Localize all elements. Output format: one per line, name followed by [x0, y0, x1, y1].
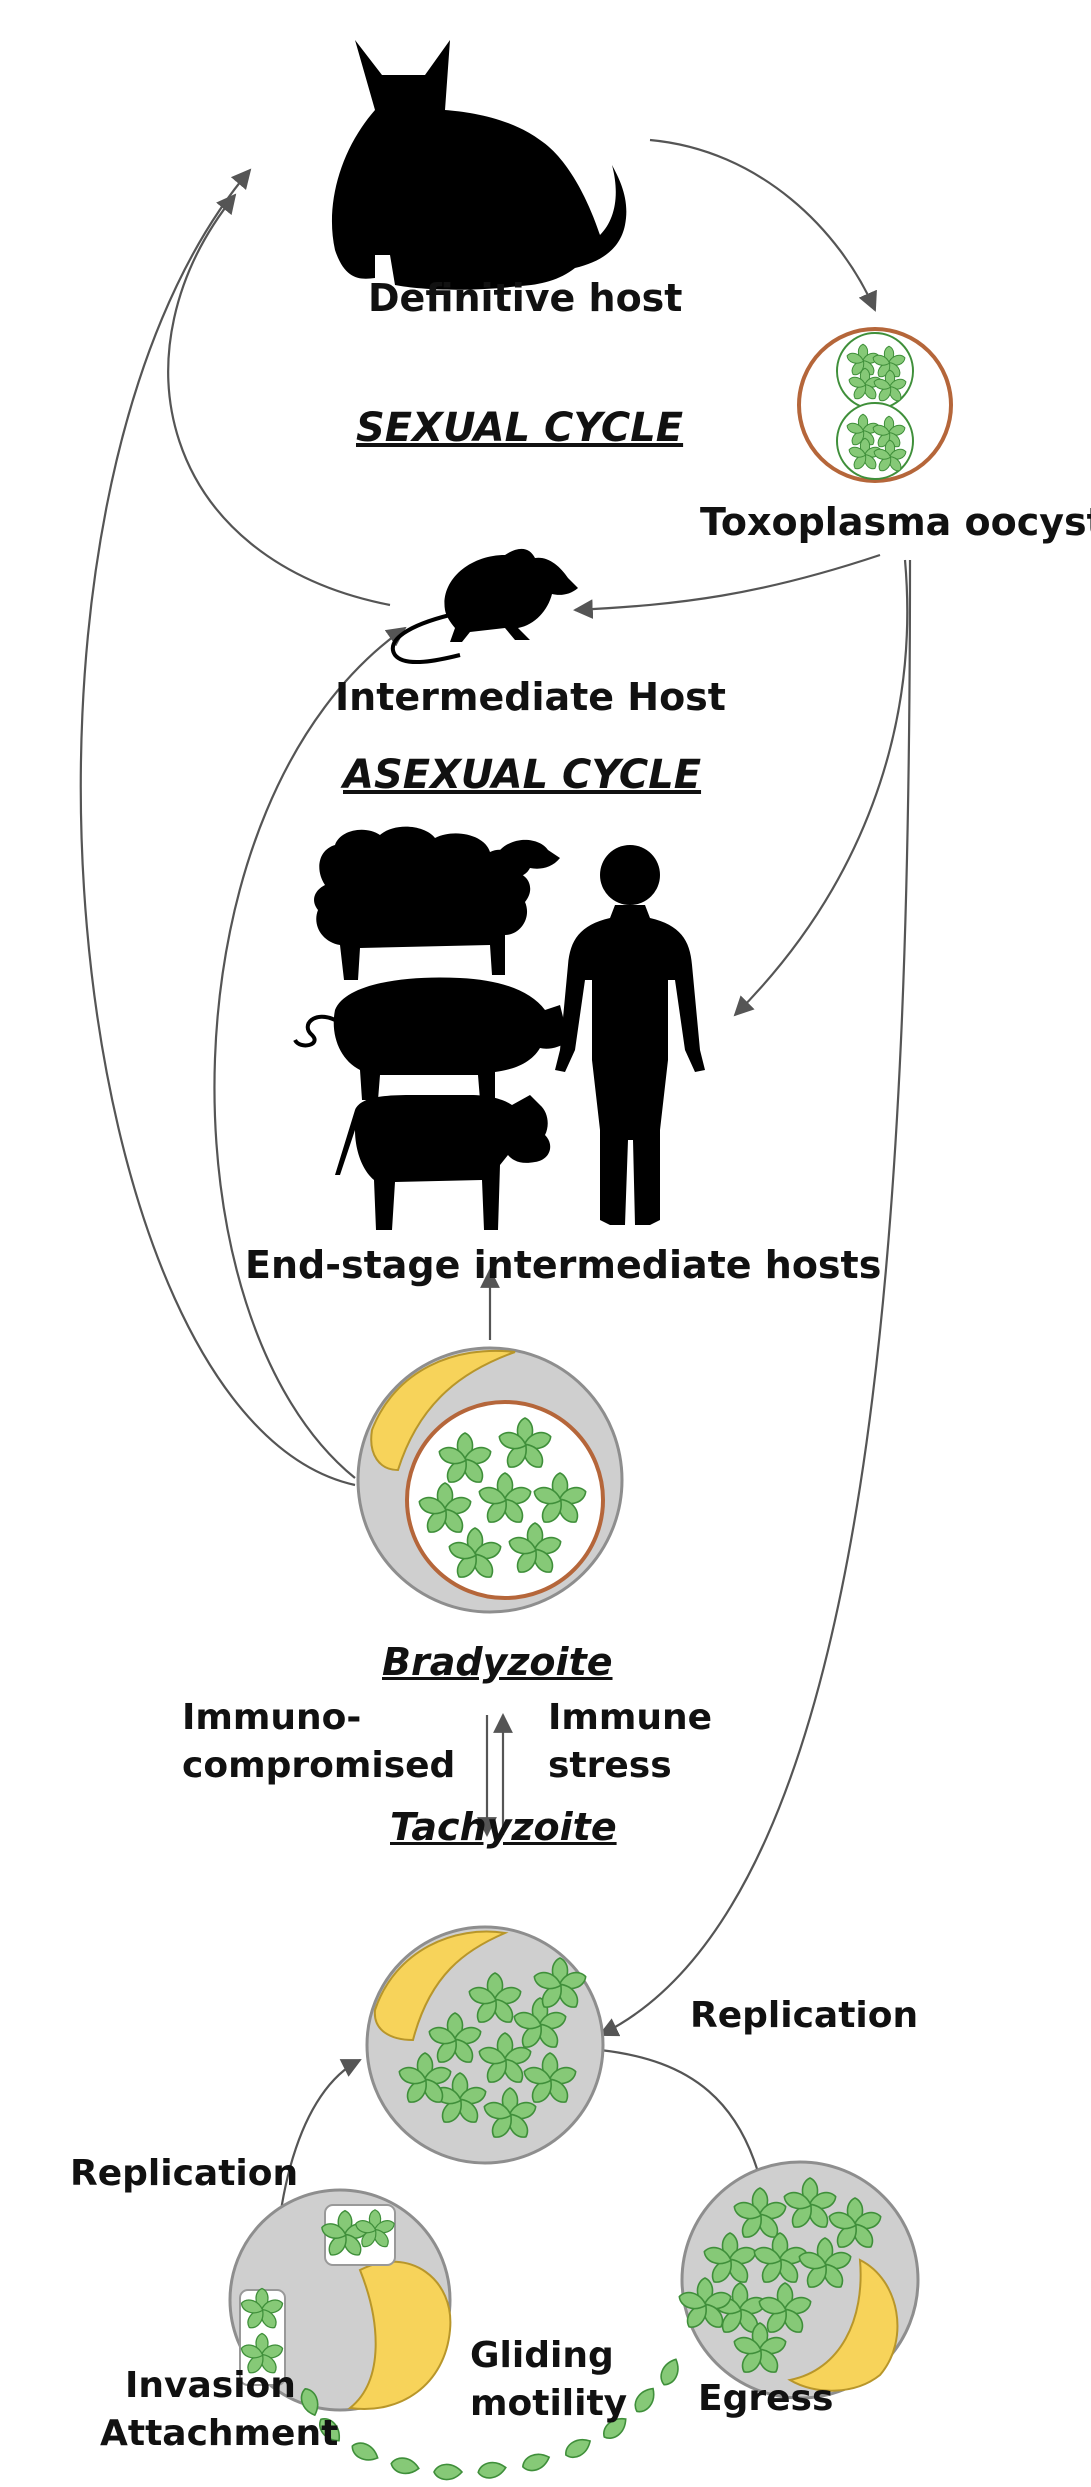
label-tachyzoite: Tachyzoite [390, 1805, 617, 1849]
label-end-stage-hosts: End-stage intermediate hosts [245, 1243, 881, 1287]
sheep-icon [314, 827, 560, 980]
oocyst-icon [799, 329, 951, 481]
label-replication-left: Replication [70, 2153, 298, 2194]
tachyzoite-cell-icon [367, 1927, 603, 2163]
label-toxoplasma-oocysts: Toxoplasma oocysts [700, 500, 1091, 544]
label-immunocompromised-1: Immuno- [182, 1697, 361, 1738]
human-icon [555, 845, 705, 1225]
arrow-oocyst-to-rat [575, 555, 880, 610]
label-sexual-cycle: SEXUAL CYCLE [356, 405, 683, 451]
cat-icon [332, 40, 626, 290]
arrow-oocyst-to-human [735, 560, 907, 1015]
rat-icon [393, 549, 578, 662]
arrow-bradyzoite-to-cat [81, 170, 355, 1485]
label-immunocompromised-2: compromised [182, 1745, 455, 1786]
label-gliding-2: motility [470, 2383, 627, 2424]
label-definitive-host: Definitive host [368, 276, 682, 320]
label-gliding-1: Gliding [470, 2335, 614, 2376]
label-attachment: Attachment [100, 2413, 338, 2454]
label-intermediate-host: Intermediate Host [335, 675, 726, 719]
cow-icon [335, 1095, 550, 1230]
label-asexual-cycle: ASEXUAL CYCLE [343, 752, 701, 798]
label-replication-right: Replication [690, 1995, 918, 2036]
bradyzoite-cyst-icon [358, 1348, 622, 1612]
egress-cell-icon [677, 2162, 918, 2398]
label-egress: Egress [698, 2378, 833, 2419]
pig-icon [295, 977, 570, 1100]
label-invasion: Invasion [125, 2365, 296, 2406]
label-bradyzoite: Bradyzoite [382, 1640, 613, 1684]
label-immune-stress-1: Immune [548, 1697, 712, 1738]
arrow-cat-to-oocysts [650, 140, 875, 310]
label-immune-stress-2: stress [548, 1745, 672, 1786]
